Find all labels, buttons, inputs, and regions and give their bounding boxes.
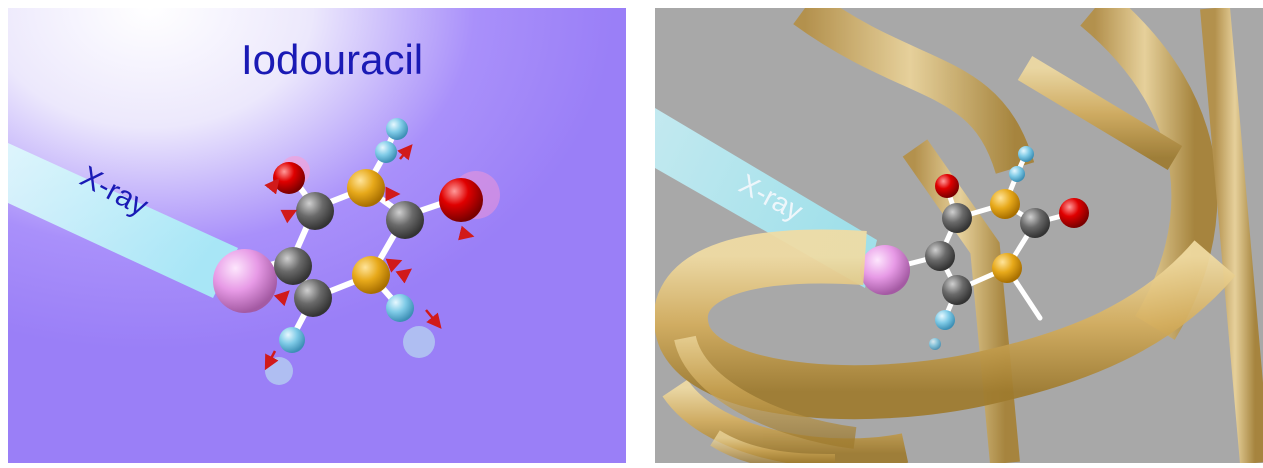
xray-beam [8,143,238,298]
right-panel-dna-scene: X-ray [655,8,1263,463]
carbon-atom [942,203,972,233]
carbon-atom [274,247,312,285]
iodine-atom [860,245,910,295]
hydrogen-atom [279,327,305,353]
oxygen-atom [273,162,305,194]
nitrogen-atom [992,253,1022,283]
carbon-atom [294,279,332,317]
hydrogen-atom [1009,166,1025,182]
carbon-atom [942,275,972,305]
oxygen-atom [935,174,959,198]
hydrogen-atom [386,118,408,140]
hydrogen-atom [386,294,414,322]
hydrogen-atom [375,141,397,163]
hydrogen-atom [1018,146,1034,162]
carbon-atom [296,192,334,230]
motion-arrows [264,144,475,371]
carbon-atom [1020,208,1050,238]
iodine-atom [213,249,277,313]
left-panel-molecule-scene: X-ray Iodouracil [8,8,626,463]
molecule-title: Iodouracil [241,36,423,83]
hydrogen-atom [935,310,955,330]
right-scene-svg: X-ray [655,8,1263,463]
oxygen-atom [1059,198,1089,228]
carbon-atom [386,201,424,239]
left-scene-svg: X-ray Iodouracil [8,8,626,463]
nitrogen-atom [347,169,385,207]
nitrogen-atom [352,256,390,294]
dna-helix-front [655,229,1236,463]
carbon-atom [925,241,955,271]
nitrogen-atom [990,189,1020,219]
hydrogen-atom [929,338,941,350]
oxygen-atom [439,178,483,222]
